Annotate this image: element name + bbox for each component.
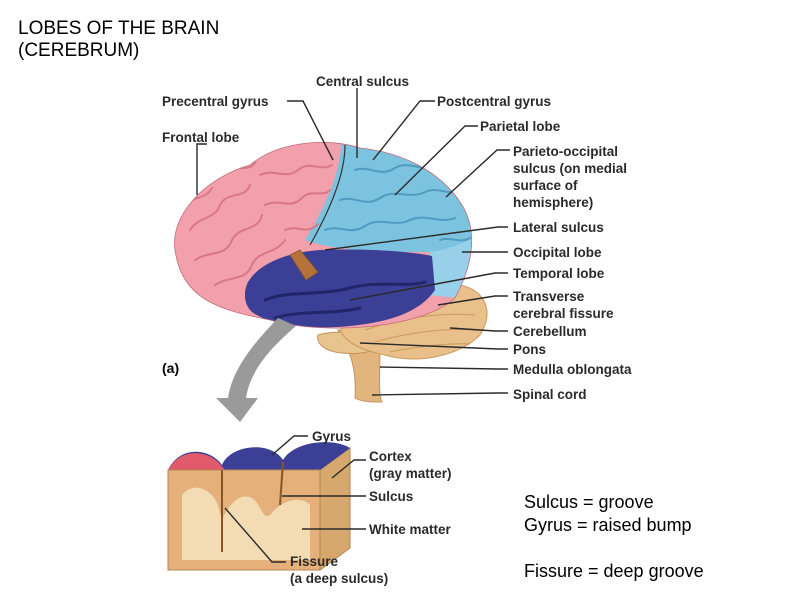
definitions-note: Sulcus = groove Gyrus = raised bump Fiss… (524, 491, 704, 583)
label-precentral-gyrus: Precentral gyrus (162, 94, 269, 109)
label-transverse-fissure-1: Transverse (513, 289, 585, 304)
temporal-gyri (263, 280, 427, 320)
parietal-lobe-shape (305, 142, 472, 252)
label-pons: Pons (513, 342, 546, 357)
leader-lines (196, 88, 510, 563)
insula-shape (289, 249, 319, 281)
label-parieto-occipital-1: Parieto-occipital (513, 144, 618, 159)
definition-sulcus: Sulcus = groove (524, 492, 654, 512)
label-parieto-occipital-4: hemisphere) (513, 195, 593, 210)
label-fissure-2: (a deep sulcus) (290, 571, 388, 586)
label-medulla-oblongata: Medulla oblongata (513, 362, 632, 377)
label-frontal-lobe: Frontal lobe (162, 130, 240, 145)
label-cortex-2: (gray matter) (369, 466, 452, 481)
label-transverse-fissure-2: cerebral fissure (513, 306, 614, 321)
label-panel-a: (a) (162, 360, 179, 376)
title-line-1: LOBES OF THE BRAIN (18, 18, 220, 39)
title-line-2: (CEREBRUM) (18, 40, 140, 61)
definition-fissure: Fissure = deep groove (524, 561, 704, 581)
label-central-sulcus: Central sulcus (316, 74, 409, 89)
label-cortex-1: Cortex (369, 449, 412, 464)
cortex-block-illustration (167, 442, 351, 571)
sulcus-groove (279, 461, 284, 506)
label-parieto-occipital-3: surface of (513, 178, 578, 193)
temporal-lobe-shape (244, 249, 435, 328)
cerebrum-outline (174, 141, 473, 329)
label-sulcus: Sulcus (369, 489, 413, 504)
white-matter-core (182, 487, 310, 560)
label-gyrus: Gyrus (312, 429, 351, 444)
label-postcentral-gyrus: Postcentral gyrus (437, 94, 551, 109)
label-occipital-lobe: Occipital lobe (513, 245, 602, 260)
definition-spacer (524, 537, 704, 560)
label-cerebellum: Cerebellum (513, 324, 587, 339)
central-sulcus-line (309, 144, 346, 246)
block-top-red (168, 453, 225, 470)
label-parietal-lobe: Parietal lobe (480, 119, 561, 134)
frontal-gyri (184, 162, 333, 286)
label-fissure-1: Fissure (290, 554, 339, 569)
label-parieto-occipital-2: sulcus (on medial (513, 161, 627, 176)
definition-gyrus: Gyrus = raised bump (524, 515, 692, 535)
page-title: LOBES OF THE BRAIN (CEREBRUM) (18, 18, 219, 62)
label-spinal-cord: Spinal cord (513, 387, 587, 402)
label-white-matter: White matter (369, 522, 452, 537)
zoom-arrow (216, 318, 296, 422)
label-temporal-lobe: Temporal lobe (513, 266, 605, 281)
label-lateral-sulcus: Lateral sulcus (513, 220, 604, 235)
